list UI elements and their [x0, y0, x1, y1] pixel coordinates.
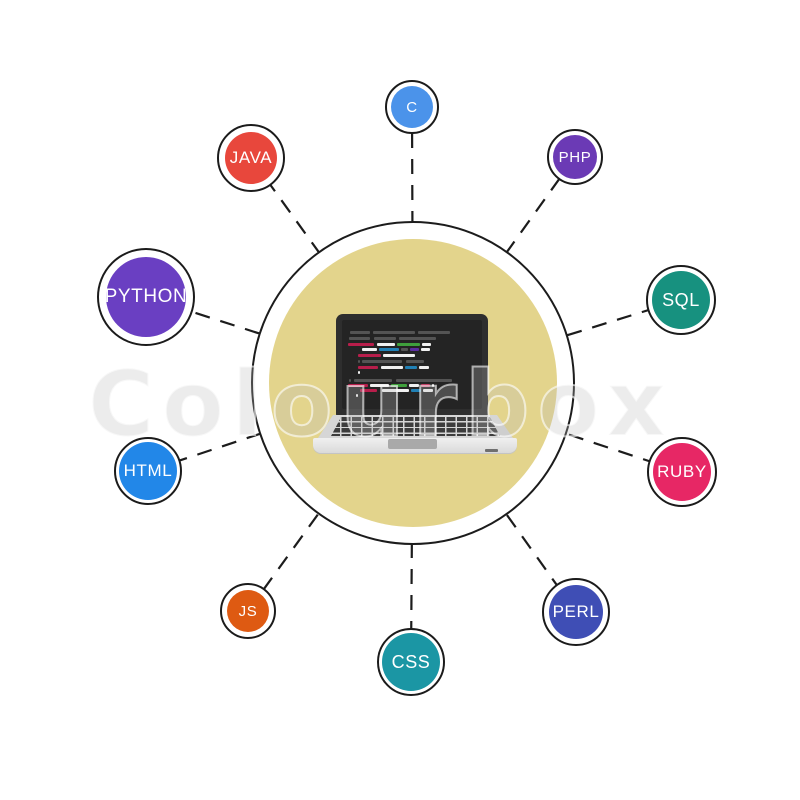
node-label-perl: PERL: [549, 585, 603, 639]
node-label-ruby: RUBY: [653, 443, 711, 501]
node-html: HTML: [114, 437, 182, 505]
node-label-sql: SQL: [652, 271, 710, 329]
node-c: C: [385, 80, 439, 134]
node-java: JAVA: [217, 124, 285, 192]
node-label-c: C: [391, 86, 433, 128]
node-css: CSS: [377, 628, 445, 696]
node-label-css: CSS: [382, 633, 440, 691]
node-label-python: PYTHON: [105, 257, 187, 337]
node-sql: SQL: [646, 265, 716, 335]
node-label-java: JAVA: [225, 132, 277, 184]
node-python: PYTHON: [97, 248, 195, 346]
node-label-html: HTML: [119, 442, 177, 500]
node-php: PHP: [547, 129, 603, 185]
node-ruby: RUBY: [647, 437, 717, 507]
node-label-js: JS: [227, 590, 269, 632]
node-perl: PERL: [542, 578, 610, 646]
node-label-php: PHP: [553, 135, 597, 179]
node-js: JS: [220, 583, 276, 639]
